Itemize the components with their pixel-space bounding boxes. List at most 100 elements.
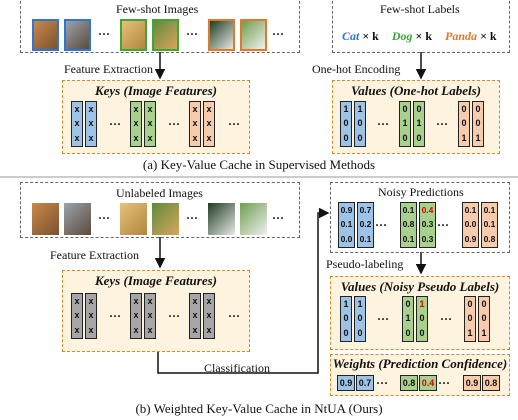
vector-entry: 0 bbox=[419, 313, 425, 324]
vector-entry: 1 bbox=[475, 133, 481, 144]
pseudo-labeling-label: Pseudo-labeling bbox=[326, 257, 404, 271]
vector-entry: 0.1 bbox=[483, 219, 496, 230]
keys-title-bottom: Keys (Image Features) bbox=[94, 273, 218, 288]
vector-entry: x bbox=[133, 325, 139, 336]
vector-entry: 0 bbox=[467, 298, 473, 309]
panda-image-2 bbox=[240, 19, 267, 51]
vector-entry: 1 bbox=[481, 328, 487, 339]
vector-entry: 1 bbox=[357, 298, 363, 309]
ellipsis: ··· bbox=[186, 211, 199, 225]
vector-entry: 0 bbox=[416, 133, 422, 144]
noisy-predictions-panel bbox=[330, 182, 510, 253]
ellipsis: ··· bbox=[272, 27, 285, 41]
vector-entry: x bbox=[192, 310, 198, 321]
ellipsis: ··· bbox=[377, 312, 390, 326]
vector-entry: 0.3 bbox=[421, 219, 434, 230]
vector-entry: x bbox=[133, 133, 139, 144]
dog-label: Dog bbox=[391, 29, 413, 43]
vector-entry: 0 bbox=[343, 313, 349, 324]
vector-entry: x bbox=[88, 295, 94, 306]
vector-entry: 0 bbox=[481, 298, 487, 309]
ellipsis: ··· bbox=[168, 117, 181, 131]
ellipsis: ··· bbox=[440, 312, 453, 326]
cat-label: Cat bbox=[342, 29, 360, 43]
vector-entry: x bbox=[88, 325, 94, 336]
classification-label: Classification bbox=[204, 361, 270, 375]
vector-entry: x bbox=[88, 310, 94, 321]
vector-entry: 0 bbox=[343, 118, 349, 129]
vector-entry: 0 bbox=[467, 313, 473, 324]
vector-entry: 0.3 bbox=[421, 234, 434, 245]
vector-entry: 0 bbox=[402, 133, 408, 144]
feature-extraction-label-bottom: Feature Extraction bbox=[50, 248, 139, 262]
vector-entry: 0.0 bbox=[464, 219, 477, 230]
vector-entry: x bbox=[206, 118, 212, 129]
vector-entry: 0 bbox=[402, 103, 408, 114]
vector-entry: 1 bbox=[416, 118, 422, 129]
vector-entry: 0.1 bbox=[464, 204, 477, 215]
ellipsis: ··· bbox=[438, 376, 451, 390]
vector-entry: x bbox=[206, 133, 212, 144]
ellipsis: ··· bbox=[376, 376, 389, 390]
class-labels: Cat × k Dog × k Panda × k bbox=[342, 29, 497, 43]
unlabeled-image-5 bbox=[208, 203, 235, 235]
unlabeled-image-2 bbox=[64, 203, 91, 235]
vector-entry: x bbox=[147, 118, 153, 129]
ellipsis: ··· bbox=[375, 218, 388, 232]
ellipsis: ··· bbox=[109, 117, 122, 131]
one-hot-vector: 1 0 0 bbox=[340, 101, 352, 147]
vector-entry: x bbox=[206, 295, 212, 306]
panda-label: Panda bbox=[445, 29, 478, 43]
vector-entry: x bbox=[74, 133, 80, 144]
vector-entry: x bbox=[133, 118, 139, 129]
vector-entry: 0 bbox=[405, 328, 411, 339]
unlabeled-images-label: Unlabeled Images bbox=[116, 186, 203, 200]
vector-entry: x bbox=[192, 103, 198, 114]
vector-entry: 0 bbox=[343, 133, 349, 144]
vector-entry: 0.9 bbox=[340, 204, 353, 215]
vector-entry: 0.2 bbox=[359, 219, 372, 230]
vector-entry: x bbox=[147, 133, 153, 144]
vector-entry: x bbox=[133, 295, 139, 306]
ellipsis: ··· bbox=[228, 309, 241, 323]
vector-entry: x bbox=[192, 325, 198, 336]
ellipsis: ··· bbox=[109, 309, 122, 323]
vector-entry: 0 bbox=[475, 118, 481, 129]
vector-entry: x bbox=[192, 118, 198, 129]
vector-entry: 0 bbox=[357, 118, 363, 129]
few-shot-images-label: Few-shot Images bbox=[116, 2, 199, 16]
vector-entry: x bbox=[88, 133, 94, 144]
vector-entry: 1 bbox=[402, 118, 408, 129]
vector-entry: 0.1 bbox=[483, 204, 496, 215]
vector-entry: 1 bbox=[343, 103, 349, 114]
vector-entry: x bbox=[88, 118, 94, 129]
vector-entry: 0 bbox=[461, 118, 467, 129]
ellipsis: ··· bbox=[228, 117, 241, 131]
few-shot-labels-panel bbox=[332, 0, 510, 53]
cat-image-2 bbox=[64, 19, 91, 51]
vector-entry: x bbox=[74, 310, 80, 321]
weight-chip: 0.9 bbox=[337, 375, 355, 391]
ellipsis: ··· bbox=[272, 211, 285, 225]
vector-entry: x bbox=[147, 325, 153, 336]
vector-entry: x bbox=[88, 103, 94, 114]
vector-entry: x bbox=[147, 103, 153, 114]
ellipsis: ··· bbox=[377, 117, 390, 131]
caption-b: (b) Weighted Key-Value Cache in NtUA (Ou… bbox=[135, 401, 383, 416]
